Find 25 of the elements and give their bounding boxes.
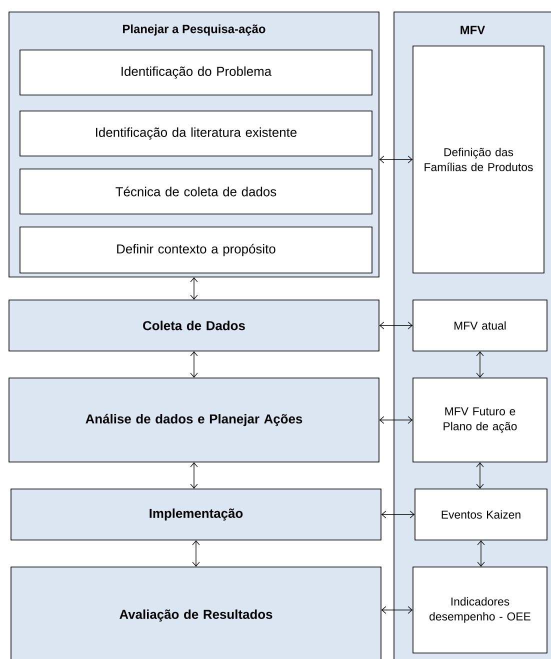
arrow xyxy=(476,351,484,378)
process-box: Implementação xyxy=(10,488,382,540)
arrow xyxy=(192,540,200,567)
task-box: Identificação da literatura existente xyxy=(20,110,372,156)
arrow xyxy=(190,462,198,489)
process-box: Coleta de Dados xyxy=(8,300,380,352)
arrow xyxy=(379,156,413,164)
arrow xyxy=(190,351,198,378)
process-box: MFV atual xyxy=(412,300,548,352)
arrow xyxy=(477,540,485,567)
arrow xyxy=(379,416,413,424)
process-box: MFV Futuro e Plano de ação xyxy=(412,378,548,462)
process-box: Indicadores desempenho - OEE xyxy=(412,566,548,654)
arrow xyxy=(190,277,198,300)
process-box: Avaliação de Resultados xyxy=(10,566,382,659)
process-box: Definição das Famílias de Produtos xyxy=(412,46,544,274)
arrow xyxy=(381,606,413,614)
arrow xyxy=(476,462,484,489)
arrow xyxy=(381,510,415,518)
task-box: Identificação do Problema xyxy=(20,50,372,96)
process-box: Eventos Kaizen xyxy=(414,488,548,540)
arrow xyxy=(379,322,413,330)
task-box: Definir contexto a propósito xyxy=(20,226,372,274)
task-box: Técnica de coleta de dados xyxy=(20,168,372,214)
process-box: Análise de dados e Planejar Ações xyxy=(8,378,380,462)
